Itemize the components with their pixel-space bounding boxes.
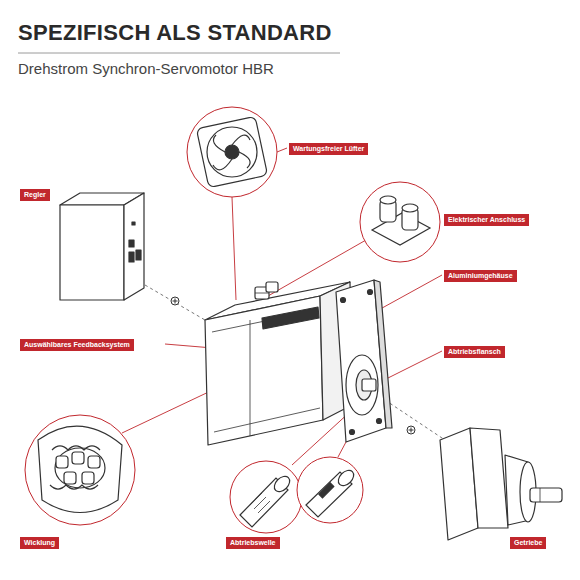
label-text: Elektrischer Anschluss <box>448 216 525 223</box>
motor-drawing <box>205 280 392 445</box>
controller-drawing <box>60 193 144 300</box>
part-label: Regler <box>20 189 50 201</box>
label-text: Getriebe <box>514 539 542 546</box>
label-text: Aluminiumgehäuse <box>448 272 513 279</box>
label-text: Wicklung <box>24 539 55 546</box>
part-label: Auswählbares Feedbacksystem <box>20 339 134 351</box>
part-label: Elektrischer Anschluss <box>444 214 529 226</box>
connector-detail <box>360 182 440 262</box>
gearbox-drawing <box>440 428 562 540</box>
fan-detail <box>187 107 277 197</box>
part-label: Getriebe <box>510 537 546 549</box>
label-text: Auswählbares Feedbacksystem <box>24 341 130 348</box>
page-title: SPEZIFISCH ALS STANDARD <box>18 20 332 46</box>
part-label: Aluminiumgehäuse <box>444 270 517 282</box>
part-label: Abtriebswelle <box>226 537 280 549</box>
title-rule <box>18 53 340 54</box>
subtitle: Drehstrom Synchron-Servomotor HBR <box>18 60 274 77</box>
label-text: Wartungsfreier Lüfter <box>293 145 364 152</box>
shaft-detail <box>230 457 363 533</box>
part-label: Abtriebsflansch <box>444 346 505 358</box>
label-text: Abtriebswelle <box>230 539 276 546</box>
label-text: Regler <box>24 191 46 198</box>
winding-detail <box>25 415 135 525</box>
label-text: Abtriebsflansch <box>448 348 501 355</box>
leader-lines <box>122 148 442 465</box>
part-label: Wartungsfreier Lüfter <box>289 143 368 155</box>
part-label: Wicklung <box>20 537 59 549</box>
